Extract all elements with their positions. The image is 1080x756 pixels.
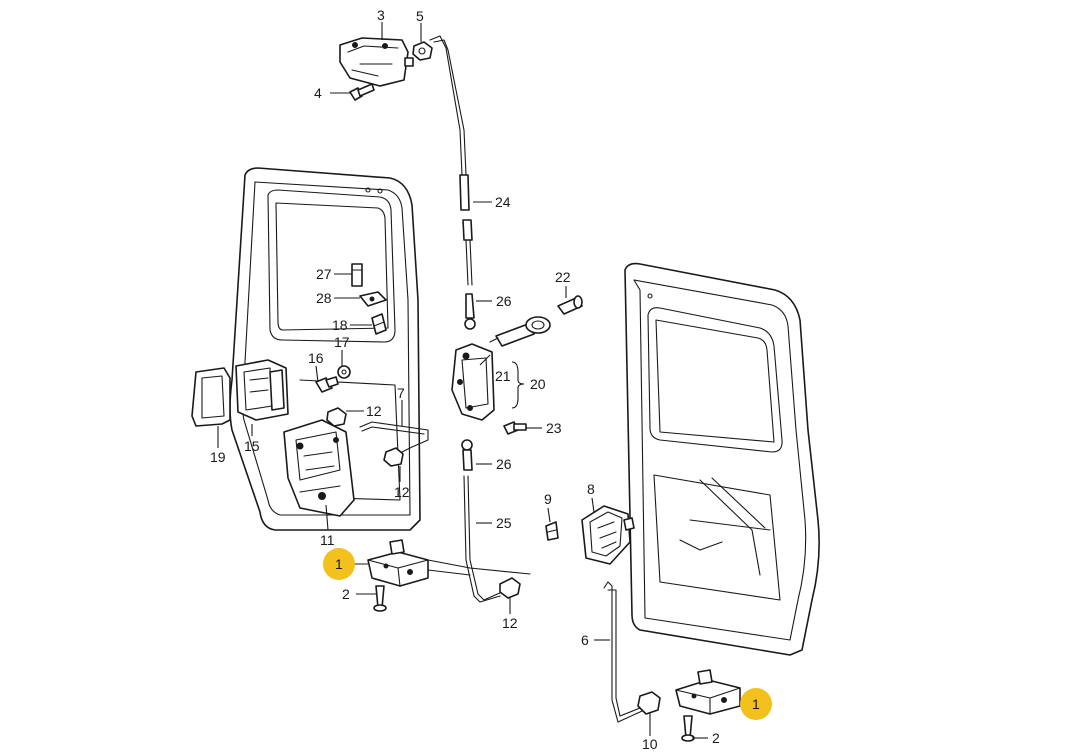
part-26-rod-end-upper [464, 293, 476, 330]
callout-28: 28 [316, 290, 332, 306]
callout-22: 22 [555, 269, 571, 285]
part-1-striker-right [675, 669, 741, 715]
part-25-lower-rod [463, 475, 503, 603]
callout-19: 19 [210, 449, 226, 465]
callout-15: 15 [244, 438, 260, 454]
callout-27: 27 [316, 266, 332, 282]
callout-9: 9 [544, 491, 552, 507]
callout-23: 23 [546, 420, 562, 436]
callout-16: 16 [308, 350, 324, 366]
callout-21: 21 [495, 368, 511, 384]
part-3-striker-plate [339, 37, 414, 87]
part-6-rod [603, 581, 657, 723]
part-15-handle [235, 359, 289, 421]
part-18-screw [371, 313, 387, 335]
callout-2-right: 2 [712, 730, 720, 746]
callout-labels: 3 5 4 24 27 28 18 17 16 12 7 15 19 12 11… [210, 7, 760, 752]
part-9-screw [545, 521, 559, 541]
callout-8: 8 [587, 481, 595, 497]
leader-lines [217, 22, 752, 739]
left-door-panel [229, 167, 421, 531]
callout-20: 20 [530, 376, 546, 392]
part-27-pin [351, 263, 363, 287]
part-20-lock-cylinder [489, 316, 551, 347]
callout-4: 4 [314, 85, 322, 101]
part-12-nut-upper [326, 407, 347, 427]
part-4-bolt [349, 83, 375, 101]
part-8-handle [581, 505, 635, 565]
callout-25: 25 [496, 515, 512, 531]
part-11-lock-mechanism [283, 419, 355, 517]
part-7-rod [359, 421, 429, 454]
callout-2-left: 2 [342, 586, 350, 602]
part-10-nut [637, 691, 661, 715]
part-17-washer [337, 365, 351, 379]
right-door-panel [624, 262, 820, 656]
part-26-rod-end-lower [461, 439, 473, 471]
part-2-screw-left [373, 585, 387, 612]
callout-6: 6 [581, 632, 589, 648]
part-2-screw-right [681, 715, 695, 742]
callout-10: 10 [642, 736, 658, 752]
callout-12-middle: 12 [394, 484, 410, 500]
callout-12-upper: 12 [366, 403, 382, 419]
striker-left-link-line [427, 559, 531, 576]
part-22-screw [557, 295, 583, 315]
part-23-bolt [503, 421, 527, 435]
part-28-clip [359, 291, 387, 307]
callout-24: 24 [495, 194, 511, 210]
callout-26-upper: 26 [496, 293, 512, 309]
part-19-seal [191, 367, 231, 427]
part-21-lock-housing [451, 343, 495, 421]
part-12-nut-middle [383, 447, 404, 467]
highlight-badge-right [740, 688, 772, 720]
callout-18: 18 [332, 317, 348, 333]
callout-17: 17 [334, 334, 350, 350]
callout-7: 7 [397, 385, 405, 401]
callout-5: 5 [416, 8, 424, 24]
highlight-badge-left [323, 548, 355, 580]
part-16-bolt [315, 376, 339, 393]
callout-11: 11 [320, 532, 335, 548]
callout-26-lower: 26 [496, 456, 512, 472]
part-12-nut-lower [499, 577, 521, 599]
callout-1-left: 1 [335, 556, 343, 572]
part-5-nut [412, 41, 433, 61]
callout-1-right: 1 [752, 696, 760, 712]
callout-3: 3 [377, 7, 385, 23]
part-24-upper-rod [429, 35, 473, 286]
callout-12-lower: 12 [502, 615, 518, 631]
part-1-striker-left [367, 539, 429, 587]
